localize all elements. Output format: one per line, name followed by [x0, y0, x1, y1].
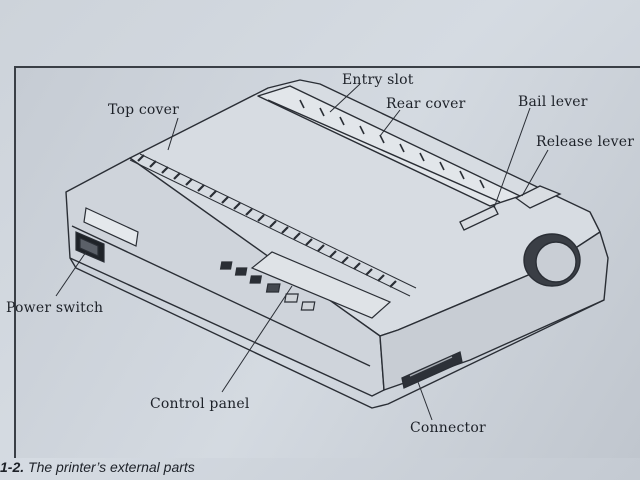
label-power-switch: Power switch	[6, 300, 104, 316]
figure-caption: 1-2. The printer’s external parts	[0, 459, 195, 475]
label-control-panel: Control panel	[150, 396, 250, 412]
caption-text: The printer’s external parts	[24, 459, 195, 475]
label-rear-cover: Rear cover	[386, 96, 466, 112]
leader-connector	[417, 381, 433, 421]
label-bail-lever: Bail lever	[518, 94, 588, 110]
leader-bail-lever	[493, 107, 531, 209]
leader-rear-cover	[379, 109, 401, 137]
connector-drawing	[401, 351, 463, 389]
release-lever-drawing	[514, 185, 562, 209]
leader-entry-slot	[329, 83, 361, 113]
leader-power-switch	[55, 251, 87, 297]
label-connector: Connector	[410, 420, 486, 436]
paper-rib-strip	[137, 154, 397, 288]
power-switch	[75, 231, 105, 263]
label-release-lever: Release lever	[536, 134, 635, 150]
platen-knob	[523, 233, 581, 287]
caption-number: 1-2.	[0, 459, 25, 475]
leader-control-panel	[221, 285, 293, 393]
control-panel-drawing	[219, 251, 392, 319]
leader-top-cover	[167, 117, 179, 151]
leader-release-lever	[521, 149, 549, 197]
label-entry-slot: Entry slot	[342, 72, 414, 88]
label-top-cover: Top cover	[108, 102, 180, 118]
bail-lever-drawing	[459, 205, 499, 231]
front-window	[83, 207, 139, 247]
